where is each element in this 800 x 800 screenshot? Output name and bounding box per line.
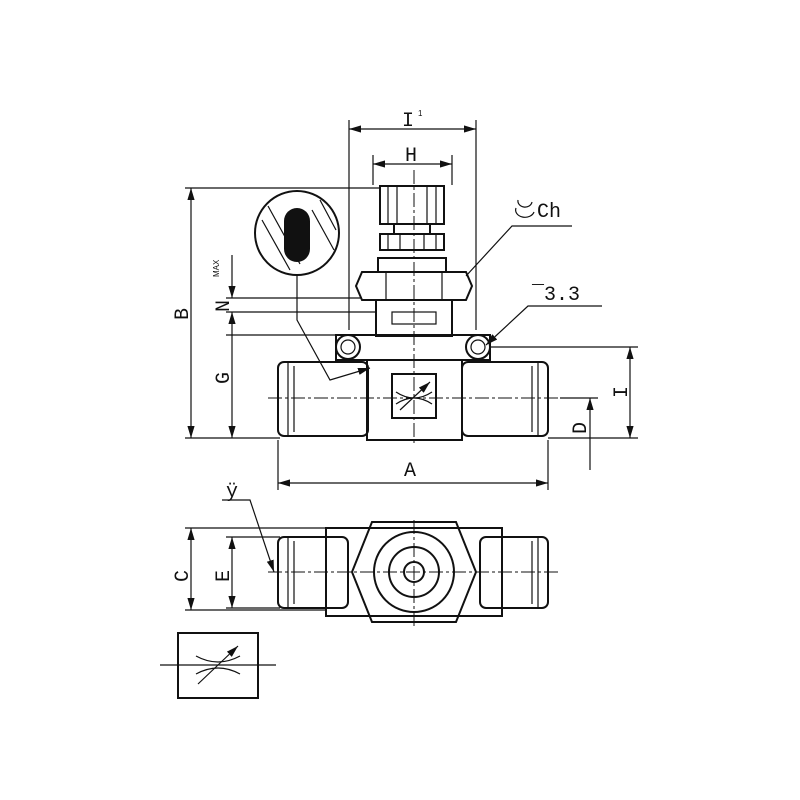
dim-label-N: N (213, 300, 236, 312)
dim-label-I: I (611, 386, 634, 398)
hex-body (350, 521, 478, 623)
push-in-fitting-right (461, 361, 549, 437)
dim-label-I1-sup: 1 (418, 109, 423, 118)
dimensions-front (185, 120, 638, 490)
hex-nut (354, 271, 474, 301)
push-in-fitting-left (277, 361, 369, 437)
dim-label-H: H (405, 145, 417, 168)
dim-label-Ch: Ch (537, 201, 561, 224)
lock-nut (379, 233, 445, 251)
dim-label-hole: ¯3.3 (531, 284, 580, 307)
dim-label-A: A (404, 460, 416, 483)
dim-label-N-max: MAX (212, 259, 221, 277)
o-ring-section (284, 208, 310, 262)
dim-label-tube: ÿ (226, 481, 238, 504)
top-view (185, 499, 560, 626)
front-view (254, 170, 560, 446)
dim-label-G: G (213, 372, 236, 384)
mounting-hole-right (465, 334, 491, 360)
dim-label-I1: I (402, 110, 414, 133)
dim-label-D: D (570, 422, 593, 434)
mounting-hole-left (335, 334, 361, 360)
dim-label-C: C (172, 570, 195, 582)
dim-label-B: B (172, 308, 195, 320)
adjustment-knob (379, 185, 445, 225)
flow-control-symbol (160, 632, 276, 699)
dim-label-E: E (213, 570, 236, 582)
